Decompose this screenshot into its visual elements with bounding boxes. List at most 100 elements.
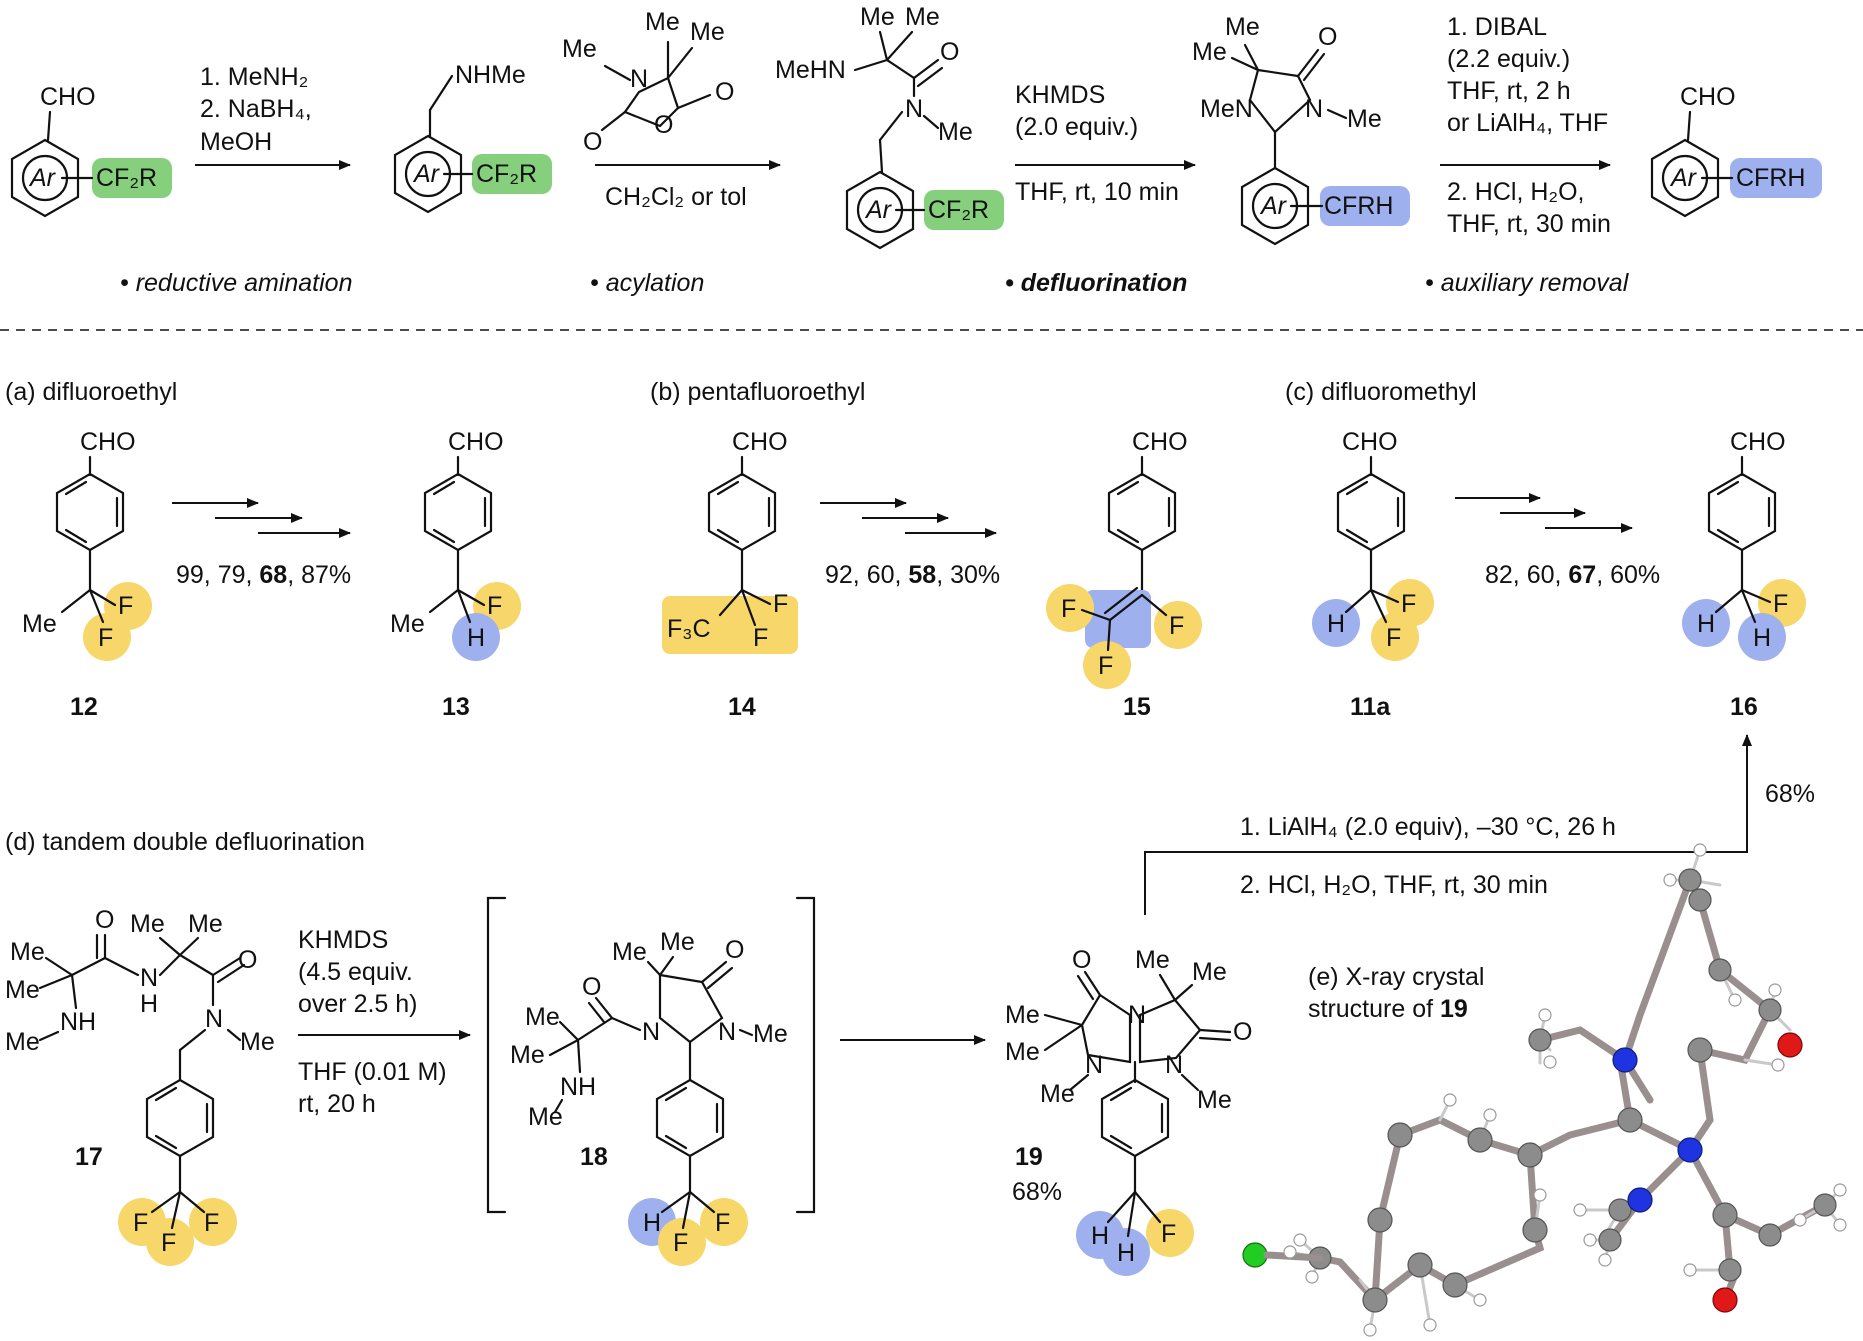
- svg-text:F: F: [673, 1229, 688, 1257]
- svg-text:Me: Me: [525, 1003, 560, 1031]
- final-reagent-2: 2. HCl, H₂O, THF, rt, 30 min: [1240, 871, 1548, 899]
- svg-text:F: F: [773, 590, 788, 618]
- panel-b-title: (b) pentafluoroethyl: [650, 378, 865, 406]
- panel-d-reagent-3: over 2.5 h): [298, 990, 418, 1018]
- svg-text:H: H: [643, 1209, 661, 1237]
- svg-text:F: F: [1773, 590, 1788, 618]
- step4-reagent-5: 2. HCl, H₂O,: [1447, 178, 1585, 206]
- svg-text:F: F: [98, 624, 113, 652]
- svg-text:CHO: CHO: [1132, 428, 1188, 456]
- step4-reagent-2: (2.2 equiv.): [1447, 45, 1570, 73]
- caption-reductive-amination: • reductive amination: [120, 269, 352, 297]
- step1-reagent-3: MeOH: [200, 128, 272, 156]
- svg-text:Me: Me: [905, 3, 940, 31]
- svg-text:H: H: [1697, 610, 1715, 638]
- panel-d-reagent-4: THF (0.01 M): [298, 1058, 447, 1086]
- svg-text:NH: NH: [60, 1008, 96, 1036]
- svg-text:H: H: [140, 990, 158, 1018]
- step4-reagent-4: or LiAlH₄, THF: [1447, 109, 1608, 137]
- svg-text:Me: Me: [562, 35, 597, 63]
- svg-text:O: O: [1318, 23, 1337, 51]
- step4-reagent-1: 1. DIBAL: [1447, 13, 1547, 41]
- svg-text:F: F: [133, 1209, 148, 1237]
- caption-auxiliary-removal: • auxiliary removal: [1425, 269, 1630, 297]
- compound-18-structure: Me Me O O Me Me N N Me NH Me: [510, 928, 788, 1266]
- svg-text:CFRH: CFRH: [1736, 164, 1805, 192]
- svg-text:Me: Me: [1347, 105, 1382, 133]
- compound-14: 14: [728, 693, 756, 721]
- compound-11a: 11a: [1350, 693, 1391, 721]
- svg-text:CHO: CHO: [448, 428, 504, 456]
- cho-label: CHO: [40, 83, 96, 111]
- svg-text:Me: Me: [753, 1020, 788, 1048]
- svg-text:Me: Me: [860, 3, 895, 31]
- svg-text:F: F: [487, 592, 502, 620]
- bracket-right: [795, 896, 816, 1214]
- svg-text:Me: Me: [938, 118, 973, 146]
- svg-text:N: N: [1085, 1051, 1103, 1079]
- svg-text:CHO: CHO: [80, 428, 136, 456]
- mehn-label: MeHN: [775, 56, 846, 84]
- pentafluoroethyl-highlight: [662, 596, 798, 654]
- svg-text:N: N: [905, 95, 923, 123]
- svg-text:Ar: Ar: [1669, 164, 1698, 192]
- svg-text:Ar: Ar: [1259, 192, 1288, 220]
- svg-text:F: F: [1169, 612, 1184, 640]
- svg-text:Me: Me: [390, 610, 425, 638]
- cf2r-label-2: CF₂R: [476, 160, 537, 188]
- panel-e-title-2: structure of 19: [1308, 995, 1468, 1023]
- svg-text:F: F: [204, 1209, 219, 1237]
- svg-text:N: N: [1305, 95, 1323, 123]
- crystal-structure-model: [1242, 843, 1847, 1337]
- svg-text:Ar: Ar: [864, 196, 893, 224]
- step4-reagent-3: THF, rt, 2 h: [1447, 77, 1571, 105]
- svg-text:O: O: [583, 128, 602, 156]
- svg-text:N: N: [140, 964, 158, 992]
- svg-text:Me: Me: [612, 938, 647, 966]
- panel-a-title: (a) difluoroethyl: [5, 378, 177, 406]
- svg-text:N: N: [1128, 1001, 1146, 1029]
- svg-text:F: F: [118, 592, 133, 620]
- step1-reagent-1: 1. MeNH₂: [200, 63, 308, 91]
- svg-text:H: H: [1091, 1222, 1109, 1250]
- svg-text:F: F: [1098, 652, 1113, 680]
- step4-reagent-6: THF, rt, 30 min: [1447, 210, 1611, 238]
- f3c-label: F₃C: [667, 615, 711, 643]
- svg-text:Me: Me: [1197, 1086, 1232, 1114]
- svg-text:Me: Me: [690, 18, 725, 46]
- cfrh-label: CFRH: [1324, 192, 1393, 220]
- panel-d-reagent-1: KHMDS: [298, 926, 388, 954]
- svg-text:H: H: [467, 624, 485, 652]
- svg-text:Me: Me: [1040, 1080, 1075, 1108]
- svg-text:CHO: CHO: [1730, 428, 1786, 456]
- svg-text:O: O: [238, 946, 257, 974]
- svg-text:Me: Me: [660, 928, 695, 956]
- panel-e-xray: (e) X-ray crystal structure of 19: [1242, 843, 1847, 1337]
- step3-reagent-3: THF, rt, 10 min: [1015, 178, 1179, 206]
- compound-17-structure: Me Me O Me Me N H O NH Me N Me: [5, 906, 275, 1266]
- step3-reagent-1: KHMDS: [1015, 81, 1105, 109]
- benzylamine: NHMe Ar CF₂R: [393, 61, 552, 214]
- svg-text:CHO: CHO: [1342, 428, 1398, 456]
- svg-text:O: O: [1072, 946, 1091, 974]
- svg-text:F: F: [753, 624, 768, 652]
- svg-text:N: N: [642, 1018, 660, 1046]
- svg-text:Me: Me: [240, 1028, 275, 1056]
- svg-text:F: F: [1401, 590, 1416, 618]
- svg-text:F: F: [161, 1229, 176, 1257]
- svg-text:Me: Me: [22, 610, 57, 638]
- yield-19: 68%: [1012, 1178, 1062, 1206]
- step3-reagent-2: (2.0 equiv.): [1015, 113, 1138, 141]
- svg-text:Me: Me: [5, 976, 40, 1004]
- svg-text:O: O: [940, 38, 959, 66]
- panel-d-reagent-5: rt, 20 h: [298, 1090, 376, 1118]
- caption-acylation: • acylation: [590, 269, 704, 297]
- compound-12: 12: [70, 693, 98, 721]
- svg-text:F: F: [715, 1209, 730, 1237]
- compound-19: 19: [1015, 1143, 1043, 1171]
- caption-defluorination: • defluorination: [1005, 269, 1187, 297]
- panel-d-tandem: (d) tandem double defluorination Me Me O…: [5, 734, 1815, 1276]
- svg-text:N: N: [205, 1005, 223, 1033]
- svg-text:N: N: [718, 1018, 736, 1046]
